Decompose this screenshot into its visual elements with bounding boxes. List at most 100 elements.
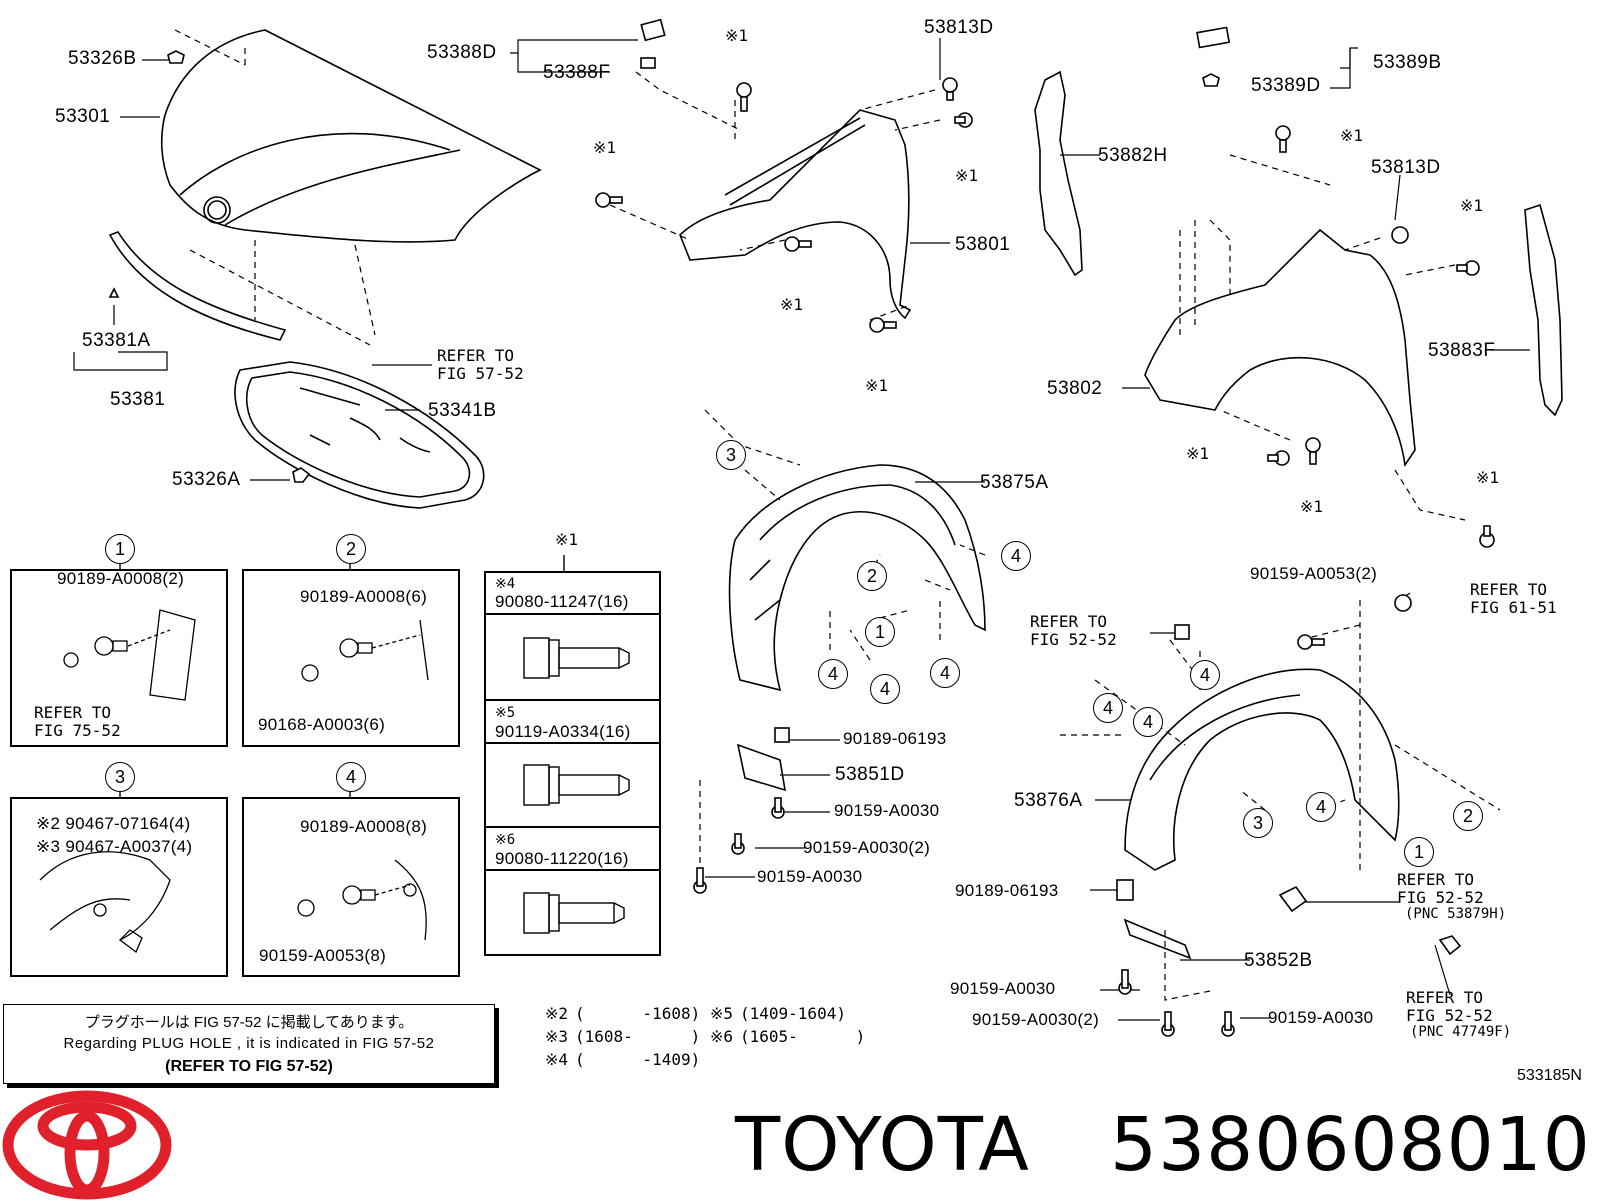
refer-hood-line2: FIG 57-52 xyxy=(437,364,524,383)
bracket-53852B xyxy=(1123,918,1192,960)
fastener-row2-mark: ※5 xyxy=(495,705,516,721)
legend-mark-5: ※5 xyxy=(710,1004,734,1023)
refer-61-line2: FIG 61-51 xyxy=(1470,598,1557,617)
label-90189-06193-a: 90189-06193 xyxy=(843,729,947,748)
detail-box-3 xyxy=(10,797,228,977)
detail-1-part: 90189-A0008(2) xyxy=(57,569,185,588)
detail-1-refer-line2: FIG 75-52 xyxy=(34,721,121,740)
callout-1: 1 xyxy=(1404,837,1434,867)
detail-4-number: 4 xyxy=(336,762,366,792)
label-53851D: 53851D xyxy=(835,764,905,785)
refer-52c-line3: (PNC 47749F) xyxy=(1410,1024,1512,1040)
detail-3-part-b: ※3 90467-A0037(4) xyxy=(36,837,193,856)
mark-x1-g: ※1 xyxy=(1460,196,1484,215)
refer-52a-line2: FIG 52-52 xyxy=(1030,630,1117,649)
detail-sketches xyxy=(39,609,429,954)
label-90159-A0030-a: 90159-A0030 xyxy=(834,801,940,820)
label-53388F: 53388F xyxy=(543,62,611,83)
hood-53301 xyxy=(160,29,542,243)
bracket-53851D xyxy=(736,743,787,792)
mark-x1-h: ※1 xyxy=(1186,444,1210,463)
label-90159-A0030-c: 90159-A0030 xyxy=(950,979,1056,998)
mark-x1-c: ※1 xyxy=(955,166,979,185)
detail-1-refer-line1: REFER TO xyxy=(34,703,112,722)
detail-2-number: 2 xyxy=(336,534,366,564)
detail-3-number: 3 xyxy=(105,762,135,792)
fastener-row1-part: 90080-11247(16) xyxy=(495,592,629,611)
label-53381A: 53381A xyxy=(82,330,151,351)
fastener-row2-part: 90119-A0334(16) xyxy=(495,722,631,741)
hood-molding xyxy=(108,231,287,341)
figure-code: 533185N xyxy=(1517,1067,1582,1084)
legend-range-2: ( -1608) xyxy=(575,1004,701,1023)
refer-52b-line3: (PNC 53879H) xyxy=(1405,906,1507,922)
mark-x1-a: ※1 xyxy=(725,26,749,45)
liner-53875A xyxy=(728,464,986,692)
label-90189-06193-b: 90189-06193 xyxy=(955,881,1059,900)
fastener-table xyxy=(484,571,661,956)
detail-box-1 xyxy=(10,569,228,747)
mark-x1-d: ※1 xyxy=(780,295,804,314)
detail-4-part-a: 90189-A0008(8) xyxy=(300,817,428,836)
legend-range-5: (1409-1604) xyxy=(740,1004,846,1023)
legend-range-3: (1608- ) xyxy=(575,1027,701,1046)
callout-4: 4 xyxy=(1306,792,1336,822)
label-53813D-front: 53813D xyxy=(924,17,994,38)
detail-1-number: 1 xyxy=(105,534,135,564)
detail-box-2 xyxy=(242,569,460,747)
callout-3: 3 xyxy=(1243,808,1273,838)
label-90159-A0030-d: 90159-A0030 xyxy=(1268,1008,1374,1027)
seal-53883F xyxy=(1524,203,1563,417)
label-53381: 53381 xyxy=(110,389,166,410)
label-53326A: 53326A xyxy=(172,469,241,490)
label-53389B: 53389B xyxy=(1373,52,1442,73)
label-90159-A0030-b: 90159-A0030 xyxy=(757,867,863,886)
seal-53882H xyxy=(1034,70,1083,277)
fasteners xyxy=(108,18,1495,1037)
label-53813D-rear: 53813D xyxy=(1371,157,1441,178)
fastener-row1-mark: ※4 xyxy=(495,576,516,592)
legend-mark-6: ※6 xyxy=(710,1027,734,1046)
fender-53801 xyxy=(679,109,912,320)
hood-insulator xyxy=(234,361,485,509)
legend-mark-2: ※2 xyxy=(545,1004,569,1023)
callout-4: 4 xyxy=(1001,541,1031,571)
liner-53876A xyxy=(1124,668,1400,871)
refer-52c-line1: REFER TO xyxy=(1406,988,1484,1007)
refer-hood-line1: REFER TO xyxy=(437,346,515,365)
label-53802: 53802 xyxy=(1047,378,1103,399)
callout-4: 4 xyxy=(1190,660,1220,690)
label-53875A: 53875A xyxy=(980,472,1049,493)
legend-mark-3: ※3 xyxy=(545,1027,569,1046)
toyota-logo xyxy=(2,1090,172,1200)
label-53341B: 53341B xyxy=(428,400,497,421)
callout-3: 3 xyxy=(716,440,746,470)
detail-4-part-b: 90159-A0053(8) xyxy=(259,946,387,965)
label-90159-A0053-2: 90159-A0053(2) xyxy=(1250,564,1378,583)
legend-range-4: ( -1409) xyxy=(575,1050,701,1069)
fastener-row3-part: 90080-11220(16) xyxy=(495,849,629,868)
refer-52a-line1: REFER TO xyxy=(1030,612,1108,631)
note-reference: (REFER TO FIG 57-52) xyxy=(165,1058,333,1075)
label-53876A: 53876A xyxy=(1014,790,1083,811)
mark-x1-j: ※1 xyxy=(1476,468,1500,487)
label-90159-A0030-2a: 90159-A0030(2) xyxy=(803,838,931,857)
callout-4: 4 xyxy=(930,658,960,688)
legend-range-6: (1605- ) xyxy=(740,1027,866,1046)
mark-x1-b: ※1 xyxy=(593,138,617,157)
label-53388D: 53388D xyxy=(427,42,497,63)
label-53852B: 53852B xyxy=(1244,950,1313,971)
fastener-table-header: ※1 xyxy=(555,530,579,549)
label-53326B: 53326B xyxy=(68,48,137,69)
plug-hole-note: プラグホールは FIG 57-52 に掲載してあります。 Regarding P… xyxy=(3,1004,495,1084)
label-53301: 53301 xyxy=(55,106,111,127)
legend-mark-4: ※4 xyxy=(545,1050,569,1069)
label-90159-A0030-2b: 90159-A0030(2) xyxy=(972,1010,1100,1029)
fastener-row3-mark: ※6 xyxy=(495,832,516,848)
note-japanese: プラグホールは FIG 57-52 に掲載してあります。 xyxy=(84,1014,414,1031)
brand-name: TOYOTA xyxy=(735,1102,1030,1188)
detail-2-part-b: 90168-A0003(6) xyxy=(258,715,386,734)
mark-x1-f: ※1 xyxy=(1340,126,1364,145)
callout-4: 4 xyxy=(818,659,848,689)
